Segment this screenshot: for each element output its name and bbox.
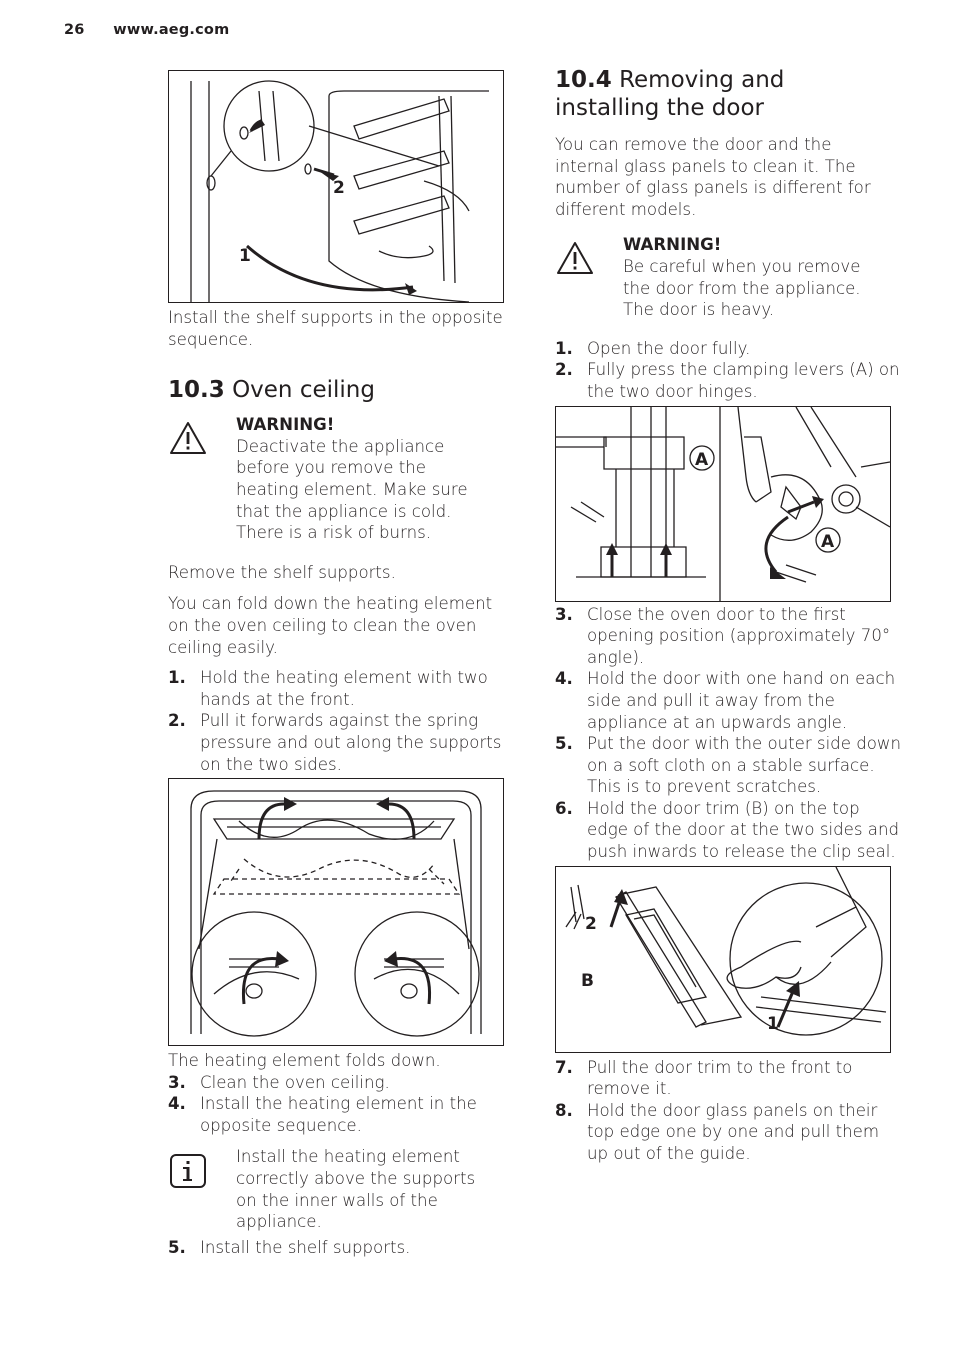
steps-list: 5.Install the shelf supports.: [168, 1237, 518, 1259]
right-column: 10.4 Removing and installing the door Yo…: [555, 66, 915, 1165]
warning-triangle-icon: [168, 414, 236, 460]
figure-label-2: 2: [585, 914, 597, 934]
paragraph-remove-supports: Remove the shelf supports.: [168, 562, 396, 582]
list-item: 3.Clean the oven ceiling.: [168, 1072, 390, 1092]
header-url: www.aeg.com: [113, 22, 230, 38]
warning-title: WARNING!: [623, 235, 722, 255]
figure-label-1: 1: [767, 1014, 779, 1034]
warning-title: WARNING!: [236, 415, 335, 435]
figure-label-a: A: [821, 532, 835, 552]
list-item: 5.Install the shelf supports.: [168, 1237, 411, 1257]
figure-label-b: B: [581, 971, 594, 991]
warning-callout: WARNING! Be careful when you remove the …: [555, 234, 915, 320]
warning-text: Be careful when you remove the door from…: [623, 256, 861, 320]
warning-triangle-icon: [555, 234, 623, 280]
figure-door-trim: 2 B 1: [555, 865, 891, 1053]
list-item: 1.Hold the heating element with two hand…: [168, 668, 488, 709]
section-title: Removing and installing the door: [555, 67, 785, 121]
list-item: 1.Open the door fully.: [555, 338, 751, 358]
steps-list: 1.Open the door fully. 2.Fully press the…: [555, 338, 915, 403]
door-trim-illustration: 2 B 1: [565, 866, 887, 1036]
page-number: 26: [64, 22, 85, 38]
info-text: Install the heating element correctly ab…: [236, 1147, 476, 1232]
section-number: 10.3: [168, 377, 225, 404]
clamping-levers-illustration: A A: [556, 406, 890, 601]
figure-shelf-supports: 1 2: [168, 70, 504, 303]
figure-heating-element: [168, 778, 504, 1047]
paragraph-fold-down: You can fold down the heating element on…: [168, 594, 493, 657]
list-item: 4.Hold the door with one hand on each si…: [555, 669, 896, 732]
heating-element-illustration: [190, 790, 482, 1037]
steps-list: 3.Clean the oven ceiling. 4.Install the …: [168, 1072, 518, 1137]
section-heading-10-3: 10.3 Oven ceiling: [168, 376, 518, 404]
caption-heating-element: The heating element folds down.: [168, 1051, 441, 1071]
figure-label-2: 2: [333, 178, 345, 198]
page-header: 26 www.aeg.com: [64, 22, 229, 38]
info-callout: Install the heating element correctly ab…: [168, 1146, 518, 1232]
list-item: 2.Pull it forwards against the spring pr…: [168, 711, 502, 774]
warning-text: Deactivate the appliance before you remo…: [236, 436, 468, 543]
section-title: Oven ceiling: [232, 377, 375, 404]
section-heading-10-4: 10.4 Removing and installing the door: [555, 66, 895, 122]
figure-clamping-levers: A A: [555, 405, 891, 602]
list-item: 6.Hold the door trim (B) on the top edge…: [555, 798, 899, 862]
list-item: 4.Install the heating element in the opp…: [168, 1094, 477, 1135]
shelf-supports-illustration: 1 2: [190, 80, 489, 302]
left-column: 1 2 Install the shelf supports in the op…: [168, 70, 518, 1258]
paragraph-intro: You can remove the door and the internal…: [555, 135, 871, 219]
figure-label-a: A: [695, 450, 709, 470]
steps-list: 1.Hold the heating element with two hand…: [168, 667, 518, 775]
steps-list: 3.Close the oven door to the first openi…: [555, 604, 915, 863]
list-item: 2.Fully press the clamping levers (A) on…: [555, 360, 900, 401]
list-item: 5.Put the door with the outer side down …: [555, 734, 901, 797]
caption-shelf-supports: Install the shelf supports in the opposi…: [168, 308, 503, 349]
list-item: 7.Pull the door trim to the front to rem…: [555, 1057, 853, 1099]
warning-callout: WARNING! Deactivate the appliance before…: [168, 414, 518, 544]
figure-label-1: 1: [239, 246, 251, 266]
list-item: 8.Hold the door glass panels on their to…: [555, 1100, 880, 1164]
info-icon: [168, 1146, 236, 1194]
steps-list: 7.Pull the door trim to the front to rem…: [555, 1057, 915, 1165]
section-number: 10.4: [555, 67, 612, 93]
list-item: 3.Close the oven door to the first openi…: [555, 604, 891, 667]
